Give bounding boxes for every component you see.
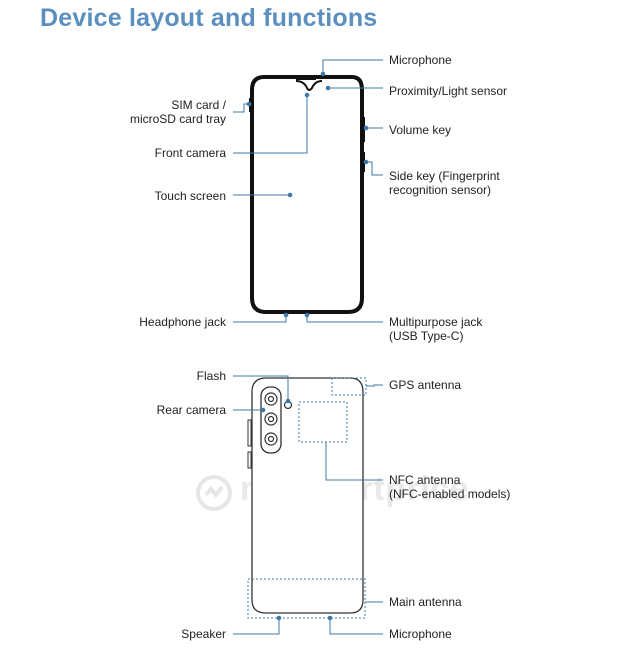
label-touch-screen: Touch screen: [154, 189, 226, 203]
label-microphone-bottom: Microphone: [389, 627, 452, 641]
label-multipurpose-jack: Multipurpose jack (USB Type-C): [389, 315, 483, 343]
label-flash: Flash: [196, 369, 226, 383]
back-phone: [247, 377, 364, 614]
gps-antenna-area: [331, 377, 367, 396]
label-nfc-antenna: NFC antenna (NFC-enabled models): [389, 473, 511, 501]
label-volume-key: Volume key: [389, 123, 452, 137]
watermark-logo-icon: [196, 475, 232, 511]
label-headphone-jack: Headphone jack: [139, 315, 226, 329]
side-key-icon: [362, 152, 365, 172]
page-title: Device layout and functions: [40, 4, 378, 32]
label-rear-camera: Rear camera: [156, 403, 226, 417]
label-microphone-top: Microphone: [389, 53, 452, 67]
nfc-antenna-area: [298, 401, 348, 443]
main-antenna-area: [247, 578, 366, 619]
label-side-key: Side key (Fingerprint recognition sensor…: [389, 169, 500, 197]
label-proximity-sensor: Proximity/Light sensor: [389, 84, 508, 98]
label-gps-antenna: GPS antenna: [389, 378, 462, 392]
volume-key-icon: [362, 117, 365, 142]
label-speaker: Speaker: [181, 627, 226, 641]
rear-camera-lens-icon: [264, 392, 278, 446]
label-sim-tray: SIM card / microSD card tray: [129, 98, 226, 126]
front-phone: [249, 75, 365, 314]
label-main-antenna: Main antenna: [389, 595, 462, 609]
label-front-camera: Front camera: [154, 146, 226, 160]
front-microphone-icon: [296, 77, 316, 80]
